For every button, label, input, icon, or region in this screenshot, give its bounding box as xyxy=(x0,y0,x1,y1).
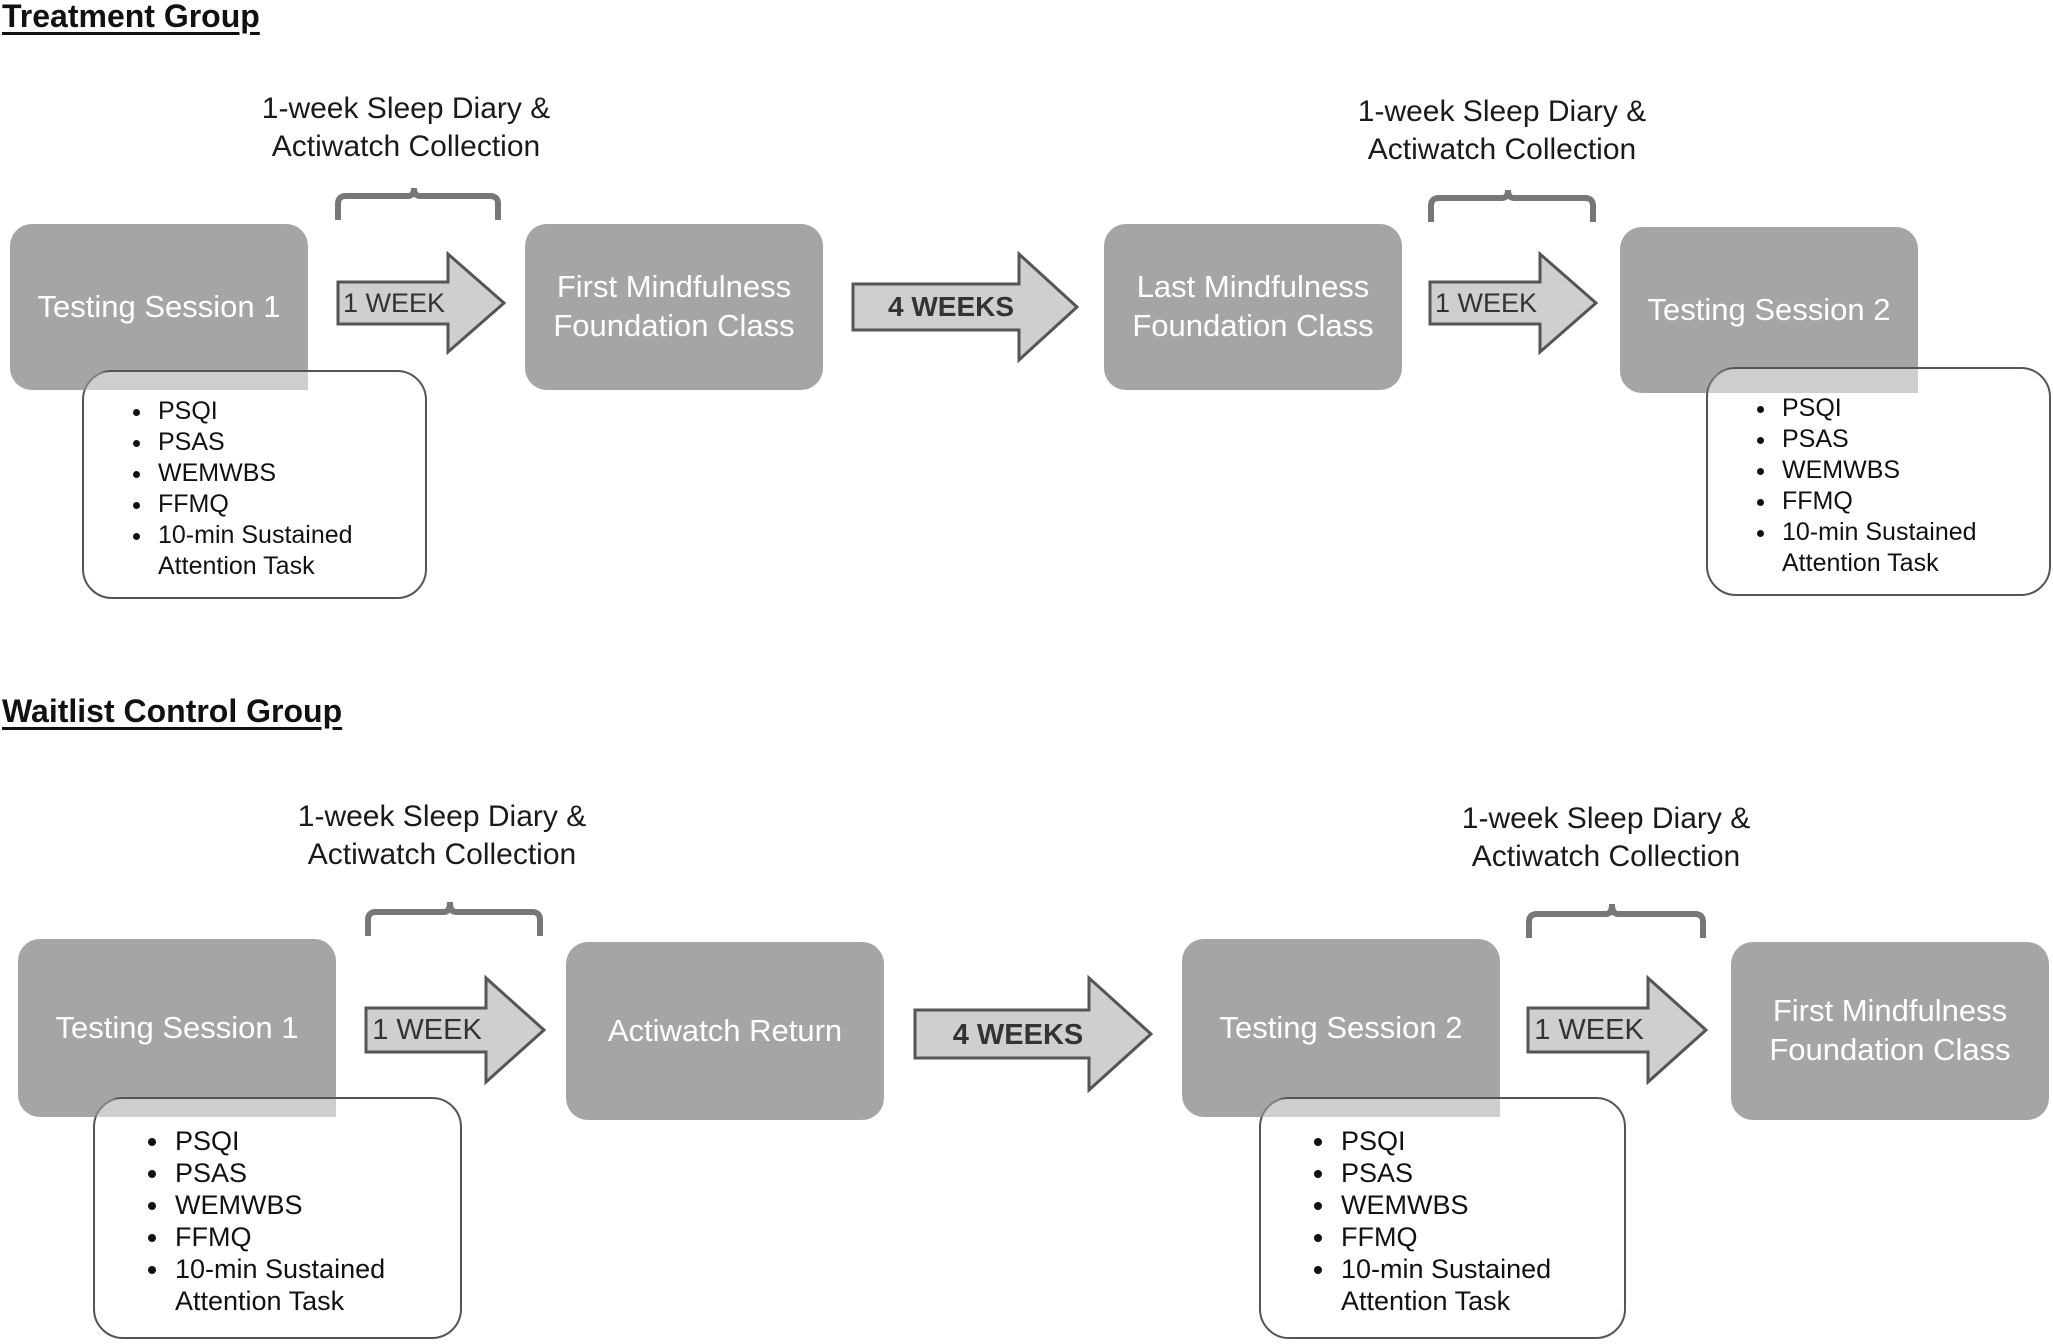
measures-list-treatment-session-2: PSQI PSAS WEMWBS FFMQ 10-min SustainedAt… xyxy=(1706,367,2051,596)
arrow-4-weeks-waitlist xyxy=(913,974,1154,1094)
first-mindfulness-class-box: First Mindfulness Foundation Class xyxy=(525,224,823,390)
collection-line1: 1-week Sleep Diary & xyxy=(261,92,551,125)
waitlist-group-title: Waitlist Control Group xyxy=(2,693,343,729)
testing-session-1-box: Testing Session 1 xyxy=(10,224,308,390)
arrow-1-week-treatment-a xyxy=(336,250,507,356)
arrow-1-week-waitlist-a xyxy=(364,974,547,1086)
measure-item: PSAS xyxy=(154,427,425,458)
collection-label-waitlist-left: 1-week Sleep Diary & Actiwatch Collectio… xyxy=(262,798,622,873)
bracket-treatment-left xyxy=(335,187,501,220)
measure-item: FFMQ xyxy=(1778,486,2049,517)
arrow-label: 1 WEEK xyxy=(372,1013,482,1046)
testing-session-1-box: Testing Session 1 xyxy=(18,939,336,1117)
measures-list-waitlist-session-1: PSQI PSAS WEMWBS FFMQ 10-min SustainedAt… xyxy=(93,1097,462,1339)
box-label: First Mindfulness Foundation Class xyxy=(1769,992,2010,1070)
arrow-1-week-waitlist-b xyxy=(1526,974,1709,1086)
measure-item: PSAS xyxy=(1778,424,2049,455)
box-label: Testing Session 1 xyxy=(55,1009,299,1045)
arrow-label: 1 WEEK xyxy=(1434,287,1538,318)
collection-line1: 1-week Sleep Diary & xyxy=(297,800,587,833)
box-label-line2: Foundation Class xyxy=(1769,1032,2011,1067)
measure-item: WEMWBS xyxy=(171,1189,460,1221)
treatment-group-title: Treatment Group xyxy=(2,0,260,34)
measure-item: FFMQ xyxy=(171,1221,460,1253)
box-label: Last Mindfulness Foundation Class xyxy=(1132,268,1373,346)
box-label-line2: Foundation Class xyxy=(1132,308,1374,343)
collection-line2: Actiwatch Collection xyxy=(1471,839,1741,873)
box-label-line1: Last Mindfulness xyxy=(1136,269,1370,305)
collection-line2: Actiwatch Collection xyxy=(1367,132,1637,166)
collection-line1: 1-week Sleep Diary & xyxy=(1357,95,1647,128)
measure-item: PSQI xyxy=(1778,393,2049,424)
collection-label-waitlist-right: 1-week Sleep Diary & Actiwatch Collectio… xyxy=(1426,800,1786,875)
measure-item: WEMWBS xyxy=(1337,1189,1624,1221)
measure-item: WEMWBS xyxy=(1778,455,2049,486)
arrow-label: 1 WEEK xyxy=(1534,1013,1644,1046)
measure-item: PSAS xyxy=(1337,1157,1624,1189)
measure-item: FFMQ xyxy=(1337,1221,1624,1253)
box-label-line2: Foundation Class xyxy=(553,308,795,343)
measure-item: PSQI xyxy=(1337,1125,1624,1157)
measure-item: FFMQ xyxy=(154,489,425,520)
collection-label-treatment-right: 1-week Sleep Diary & Actiwatch Collectio… xyxy=(1322,93,1682,168)
arrow-1-week-treatment-b xyxy=(1428,250,1599,356)
measures-list-treatment-session-1: PSQI PSAS WEMWBS FFMQ 10-min SustainedAt… xyxy=(82,370,427,599)
box-label: Testing Session 1 xyxy=(37,288,281,324)
box-label: Testing Session 2 xyxy=(1647,291,1891,327)
bracket-treatment-right xyxy=(1428,189,1596,222)
box-label: Actiwatch Return xyxy=(607,1012,843,1048)
testing-session-2-box: Testing Session 2 xyxy=(1182,939,1500,1117)
first-mindfulness-class-box: First Mindfulness Foundation Class xyxy=(1731,942,2049,1120)
box-label: First Mindfulness Foundation Class xyxy=(553,268,794,346)
collection-label-treatment-left: 1-week Sleep Diary & Actiwatch Collectio… xyxy=(226,90,586,165)
measures-list-waitlist-session-2: PSQI PSAS WEMWBS FFMQ 10-min SustainedAt… xyxy=(1259,1097,1626,1339)
box-label-line1: First Mindfulness xyxy=(1772,993,2008,1029)
bracket-waitlist-left xyxy=(365,901,543,936)
arrow-label: 1 WEEK xyxy=(342,287,446,318)
arrow-4-weeks-treatment xyxy=(851,250,1080,364)
testing-session-2-box: Testing Session 2 xyxy=(1620,227,1918,393)
box-label-line1: First Mindfulness xyxy=(556,269,792,305)
arrow-label: 4 WEEKS xyxy=(887,291,1015,322)
measure-item: WEMWBS xyxy=(154,458,425,489)
bracket-waitlist-right xyxy=(1526,903,1706,938)
measure-item: PSQI xyxy=(171,1125,460,1157)
collection-line2: Actiwatch Collection xyxy=(271,129,541,163)
collection-line1: 1-week Sleep Diary & xyxy=(1461,802,1751,835)
last-mindfulness-class-box: Last Mindfulness Foundation Class xyxy=(1104,224,1402,390)
actiwatch-return-box: Actiwatch Return xyxy=(566,942,884,1120)
measure-item: PSAS xyxy=(171,1157,460,1189)
collection-line2: Actiwatch Collection xyxy=(307,837,577,871)
measure-item: PSQI xyxy=(154,396,425,427)
box-label: Testing Session 2 xyxy=(1219,1009,1463,1045)
arrow-label: 4 WEEKS xyxy=(952,1018,1084,1051)
